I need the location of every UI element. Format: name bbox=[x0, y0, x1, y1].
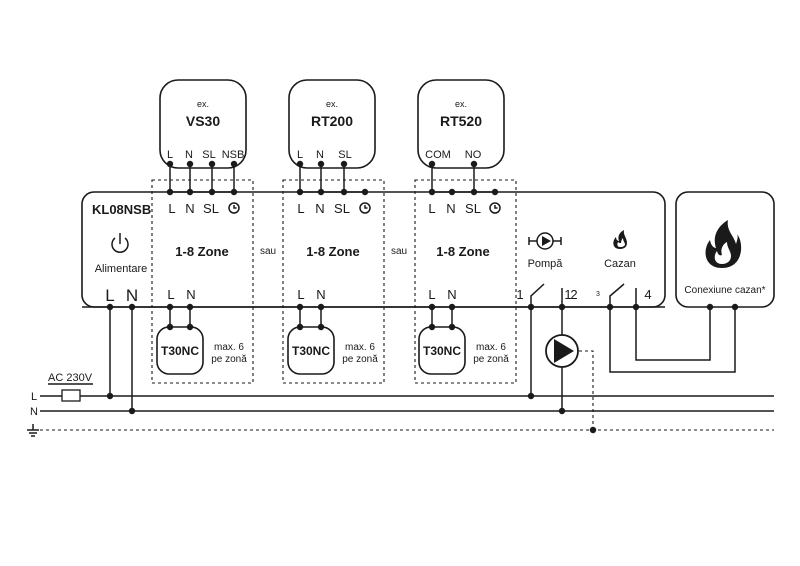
pump-label: Pompă bbox=[528, 258, 564, 270]
flame-icon bbox=[613, 230, 627, 249]
zone-label: 1-8 Zone bbox=[436, 244, 489, 259]
zone-terminal: L bbox=[168, 201, 175, 216]
zone-frame-1 bbox=[151, 179, 254, 384]
pump-terminal-2-b: 2 bbox=[570, 287, 577, 302]
boiler-relay bbox=[609, 283, 637, 306]
device-terminal: N bbox=[316, 149, 324, 161]
controller-label: KL08NSB bbox=[92, 202, 151, 217]
device-terminal: COM bbox=[425, 149, 451, 161]
zone-terminal: SL bbox=[203, 201, 219, 216]
pump-motor bbox=[545, 334, 579, 368]
actuator-terminal: N bbox=[316, 287, 325, 302]
actuator-zone-3: T30NC max. 6 pe zonă bbox=[418, 326, 509, 375]
device-terminal: N bbox=[185, 149, 193, 161]
actuator-terminal: N bbox=[186, 287, 195, 302]
boiler-terminal-4: 4 bbox=[644, 287, 651, 302]
device-terminal: NO bbox=[465, 149, 482, 161]
clock-icon bbox=[359, 202, 371, 214]
device-prefix: ex. bbox=[455, 99, 467, 109]
zone-terminal: SL bbox=[334, 201, 350, 216]
actuator-label: T30NC bbox=[423, 344, 461, 358]
device-rt200: ex. RT200 L N SL bbox=[288, 79, 376, 169]
actuator-terminal: L bbox=[428, 287, 435, 302]
actuator-zone-1: T30NC max. 6 pe zonă bbox=[156, 326, 247, 375]
power-label: Alimentare bbox=[95, 263, 148, 275]
zone-terminal: L bbox=[297, 201, 304, 216]
power-icon bbox=[111, 233, 129, 253]
actuator-terminal: L bbox=[297, 287, 304, 302]
actuator-zone-2: T30NC max. 6 pe zonă bbox=[287, 326, 378, 375]
zone-terminal: N bbox=[315, 201, 324, 216]
actuator-label: T30NC bbox=[161, 344, 199, 358]
junction-dots bbox=[106, 160, 739, 434]
controller-terminal-n: N bbox=[126, 286, 138, 305]
actuator-terminal: L bbox=[167, 287, 174, 302]
clock-icon bbox=[489, 202, 501, 214]
device-terminal: SL bbox=[338, 149, 351, 161]
zone-terminal: L bbox=[428, 201, 435, 216]
actuator-max: max. 6 bbox=[476, 342, 506, 353]
ground-icon bbox=[27, 424, 39, 437]
controller-terminal-l: L bbox=[105, 286, 114, 305]
boiler-connection-label: Conexiune cazan* bbox=[684, 285, 765, 296]
device-terminal: L bbox=[297, 149, 303, 161]
device-prefix: ex. bbox=[197, 99, 209, 109]
flame-icon bbox=[705, 220, 742, 268]
clock-icon bbox=[228, 202, 240, 214]
device-terminal: SL bbox=[202, 149, 215, 161]
zone-terminal: N bbox=[185, 201, 194, 216]
zone-1: L N SL 1-8 Zone L N bbox=[167, 201, 240, 302]
zone-2: L N SL 1-8 Zone L N bbox=[297, 201, 371, 302]
zone-label: 1-8 Zone bbox=[306, 244, 359, 259]
zone-terminal: N bbox=[446, 201, 455, 216]
boiler-label: Cazan bbox=[604, 258, 636, 270]
device-prefix: ex. bbox=[326, 99, 338, 109]
wiring bbox=[40, 164, 774, 431]
device-name: VS30 bbox=[186, 113, 220, 129]
mains-line-l: L bbox=[31, 391, 37, 403]
zone-frame-2 bbox=[282, 179, 385, 384]
mains-line-n: N bbox=[30, 406, 38, 418]
device-vs30: ex. VS30 L N SL NSB bbox=[159, 79, 247, 169]
actuator-label: T30NC bbox=[292, 344, 330, 358]
fuse bbox=[61, 389, 81, 402]
zone-frame-3 bbox=[414, 179, 517, 384]
actuator-max: max. 6 bbox=[214, 342, 244, 353]
device-terminal: NSB bbox=[222, 149, 245, 161]
zone-label: 1-8 Zone bbox=[175, 244, 228, 259]
zone-terminal: SL bbox=[465, 201, 481, 216]
separator-sau: sau bbox=[260, 246, 276, 257]
device-terminal: L bbox=[167, 149, 173, 161]
actuator-per-zone: pe zonă bbox=[211, 354, 247, 365]
boiler-terminal-3: 3 bbox=[596, 291, 600, 298]
actuator-per-zone: pe zonă bbox=[473, 354, 509, 365]
device-name: RT200 bbox=[311, 113, 353, 129]
device-name: RT520 bbox=[440, 113, 482, 129]
separator-sau: sau bbox=[391, 246, 407, 257]
device-rt520: ex. RT520 COM NO bbox=[417, 79, 505, 169]
actuator-terminal: N bbox=[447, 287, 456, 302]
pump-relay bbox=[530, 283, 563, 306]
pump-icon bbox=[528, 232, 562, 250]
boiler-connection-box: Conexiune cazan* bbox=[675, 191, 775, 308]
pump-terminal-2-a: 1 bbox=[564, 287, 571, 302]
actuator-max: max. 6 bbox=[345, 342, 375, 353]
pump-terminal-1: 1 bbox=[516, 287, 523, 302]
actuator-per-zone: pe zonă bbox=[342, 354, 378, 365]
zone-3: L N SL 1-8 Zone L N bbox=[428, 201, 501, 302]
supply-label: AC 230V bbox=[48, 372, 93, 384]
